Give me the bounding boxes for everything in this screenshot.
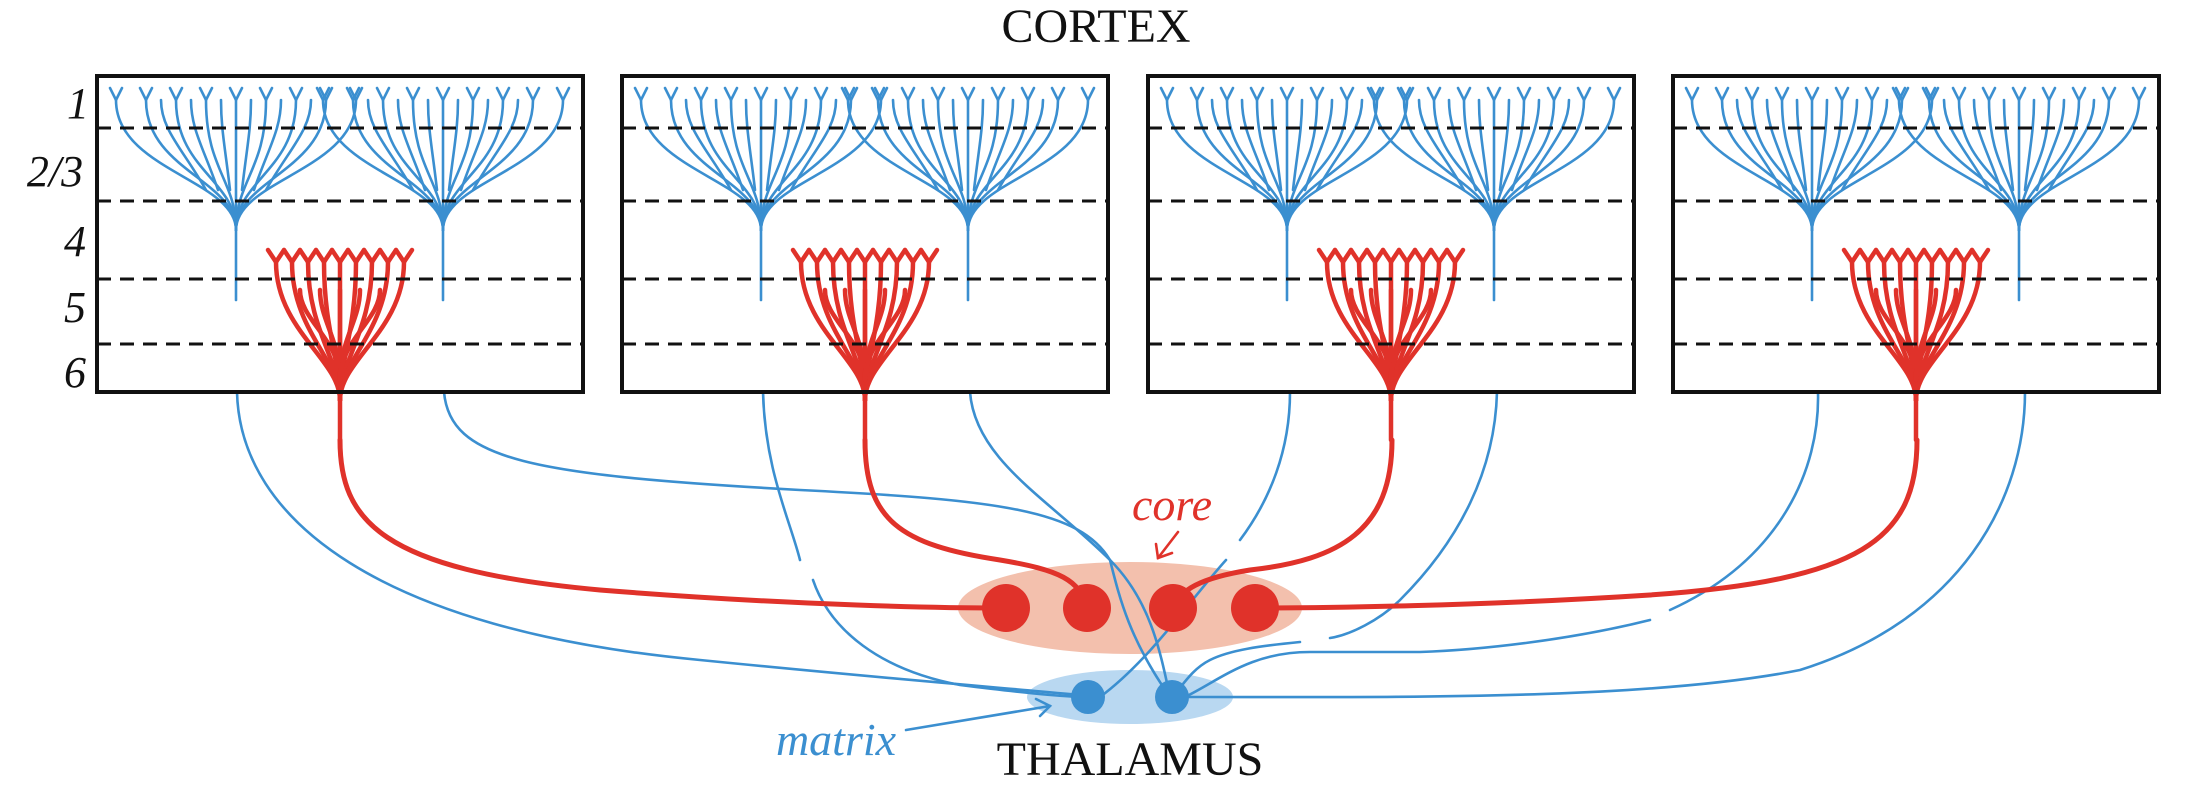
matrix-label: matrix	[776, 714, 897, 765]
layer-label: 5	[64, 283, 86, 332]
cortical-column	[95, 74, 585, 443]
core-label: core	[1132, 479, 1212, 530]
pyramidal-neuron	[1159, 86, 1415, 302]
core-axon-terminal	[1841, 247, 1991, 443]
matrix-neuron-icon	[1071, 680, 1105, 714]
core-axon-terminal	[790, 247, 940, 443]
pyramidal-neuron	[315, 86, 571, 302]
core-neuron-icon	[1063, 584, 1111, 632]
core-axons	[337, 437, 1920, 611]
pyramidal-neuron	[840, 86, 1096, 302]
layer-label: 1	[67, 79, 89, 128]
pointer-arrow-icon	[904, 697, 1053, 732]
layer-labels: 1 2/3 4 5 6	[27, 79, 89, 397]
pyramidal-neuron	[1891, 86, 2147, 302]
core-halo	[958, 562, 1302, 654]
column-frame	[620, 74, 1110, 394]
layer-label: 6	[64, 348, 86, 397]
core-neurons	[982, 584, 1279, 632]
core-neuron-icon	[982, 584, 1030, 632]
cortex-title: CORTEX	[1001, 0, 1190, 53]
pointer-arrow-icon	[1154, 530, 1180, 560]
cortical-column	[1671, 74, 2161, 443]
core-axon-terminal	[265, 247, 415, 443]
thalamus-title: THALAMUS	[997, 733, 1264, 786]
core-neuron-icon	[1231, 584, 1279, 632]
column-frame	[1146, 74, 1636, 394]
matrix-neuron-icon	[1155, 680, 1189, 714]
cortical-columns	[95, 74, 2161, 443]
cortical-column	[620, 74, 1110, 443]
cortical-column	[1146, 74, 1636, 443]
matrix-axons	[235, 390, 2027, 699]
pyramidal-neuron	[108, 86, 364, 302]
layer-label: 4	[64, 217, 86, 266]
pyramidal-neuron	[1684, 86, 1940, 302]
column-frame	[95, 74, 585, 394]
pyramidal-neuron	[633, 86, 889, 302]
matrix-neurons	[1071, 680, 1189, 714]
core-neuron-icon	[1149, 584, 1197, 632]
core-axon-terminal	[1316, 247, 1466, 443]
pyramidal-neuron	[1366, 86, 1622, 302]
column-frame	[1671, 74, 2161, 394]
layer-label: 2/3	[27, 147, 83, 196]
